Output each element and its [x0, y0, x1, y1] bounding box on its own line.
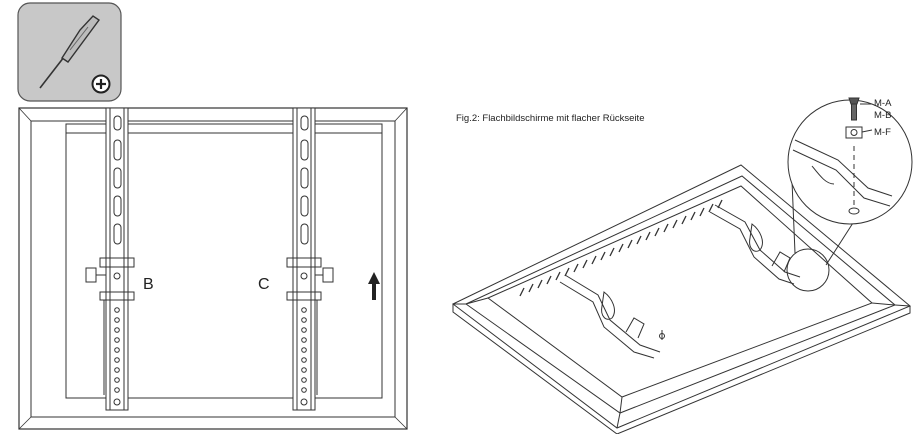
label-b: B: [143, 276, 154, 293]
tv-back-frame: [18, 107, 408, 430]
mounting-arm-left: [559, 274, 665, 359]
part-label-m-b: M-B: [874, 110, 891, 121]
bracket-b: [85, 107, 135, 411]
arrow-up-icon: [368, 272, 380, 300]
bracket-c: [286, 107, 334, 411]
screwdriver-icon: [39, 15, 100, 89]
tool-icon-panel: [17, 2, 122, 102]
flat-tv-perspective: [452, 164, 911, 434]
zoom-detail-circle: [787, 97, 913, 225]
part-label-m-a: M-A: [874, 98, 892, 109]
mounting-arm-right: [709, 204, 801, 285]
figure-caption: Fig.2: Flachbildschirme mit flacher Rück…: [456, 113, 644, 124]
plus-circle-icon: [91, 74, 111, 94]
part-label-m-f: M-F: [874, 127, 891, 138]
label-c: C: [258, 276, 270, 293]
vent-slots: [519, 199, 723, 297]
